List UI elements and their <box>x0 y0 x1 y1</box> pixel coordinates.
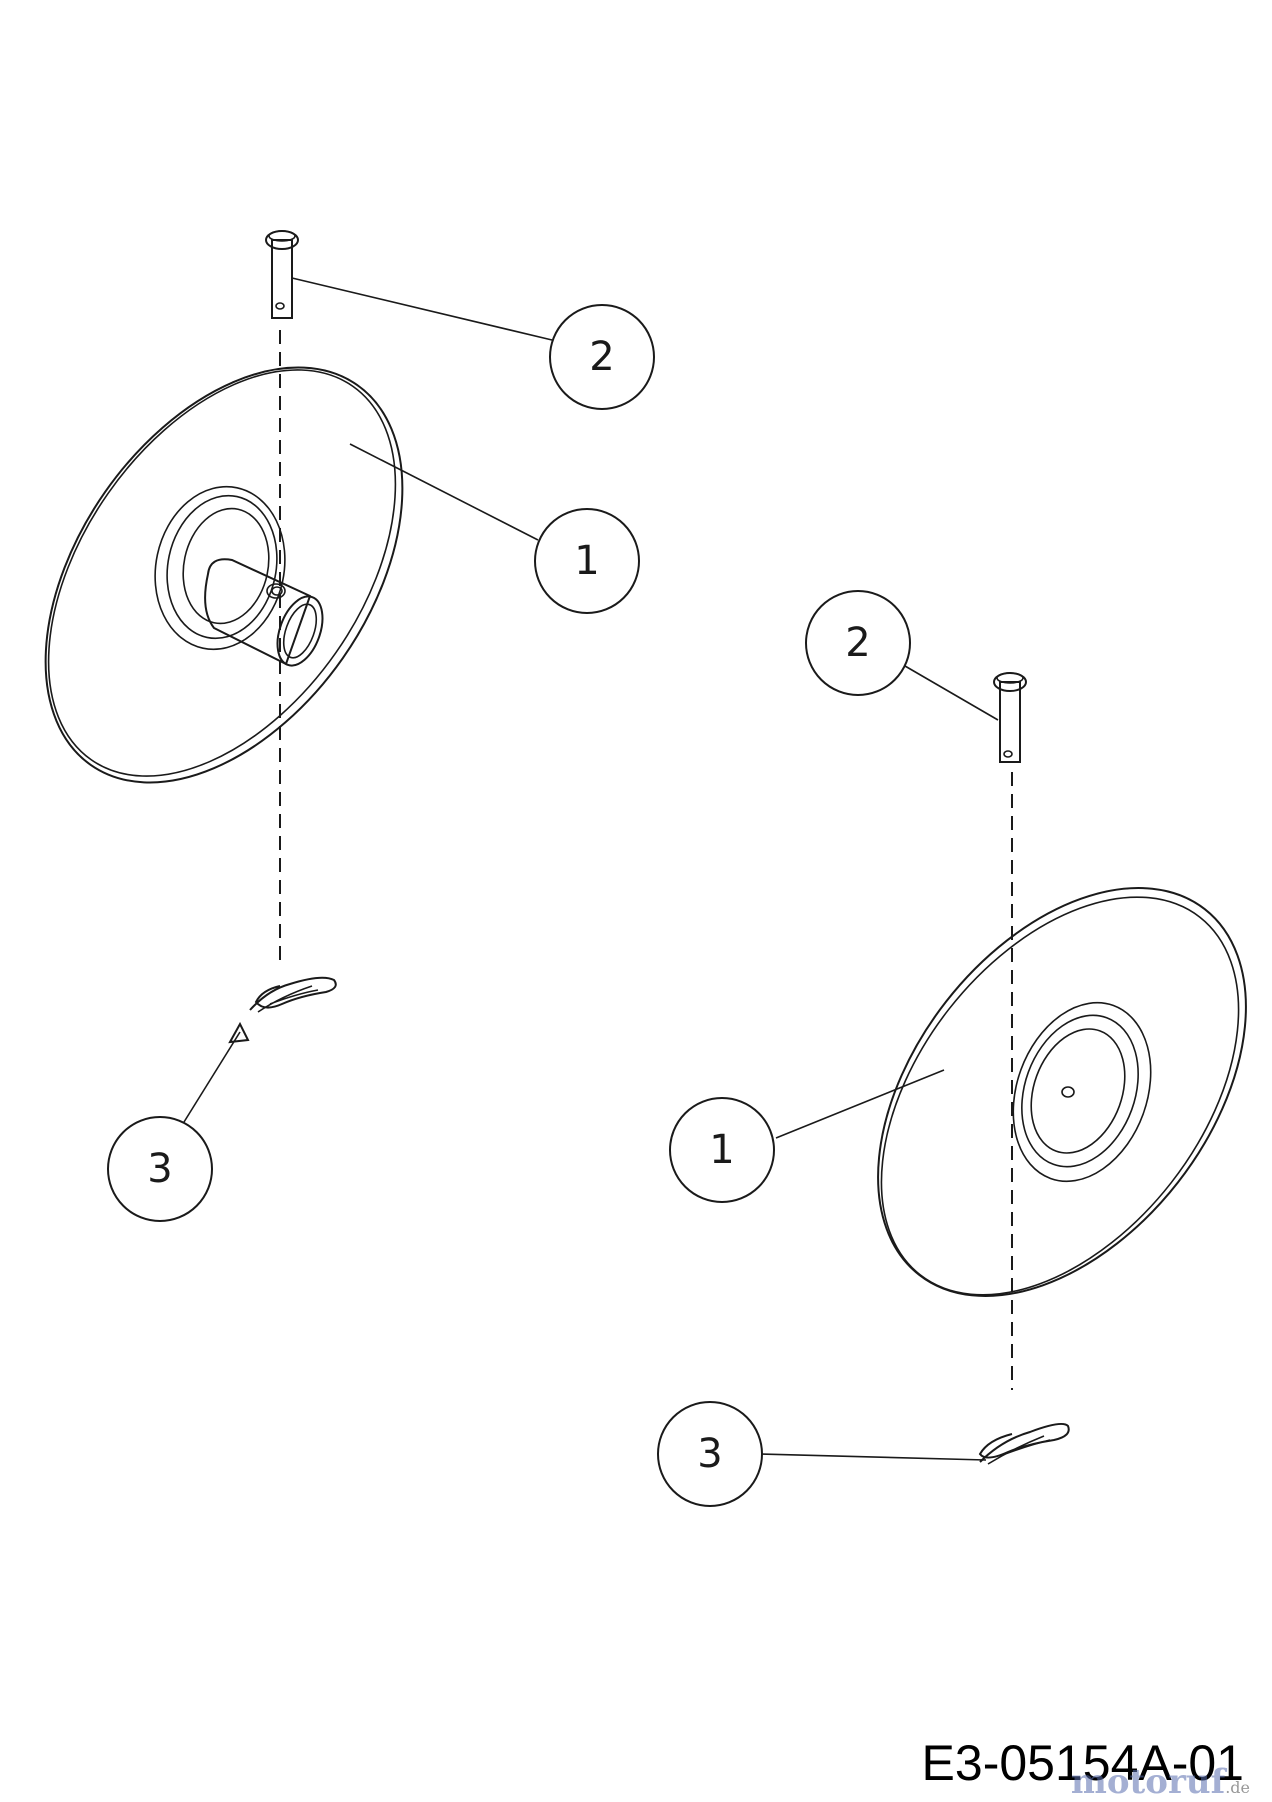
svg-text:1: 1 <box>574 538 599 584</box>
watermark-logo: motoruf.de <box>1071 1762 1250 1802</box>
svg-text:1: 1 <box>709 1127 734 1173</box>
callout-left-clip: 3 <box>107 1116 213 1222</box>
left-assembly <box>44 230 404 1013</box>
drawing-code: E3-05154A-01 <box>921 1735 1244 1791</box>
left-hair-clip <box>249 976 337 1013</box>
right-hair-clip <box>978 1423 1070 1465</box>
svg-text:3: 3 <box>147 1146 172 1192</box>
svg-text:2: 2 <box>845 620 870 666</box>
right-assembly <box>877 672 1247 1465</box>
callout-right-pin: 2 <box>805 590 911 696</box>
right-disc <box>877 887 1247 1297</box>
right-clevis-pin <box>993 672 1027 763</box>
svg-text:3: 3 <box>697 1431 722 1477</box>
watermark-suffix: .de <box>1225 1778 1250 1797</box>
watermark-brand: motoruf <box>1070 1762 1226 1802</box>
left-clevis-pin <box>265 230 299 319</box>
leader-lines <box>183 277 999 1461</box>
callout-right-disc: 1 <box>669 1097 775 1203</box>
callout-left-pin: 2 <box>549 304 655 410</box>
left-disc <box>44 366 404 784</box>
callout-left-disc: 1 <box>534 508 640 614</box>
callout-right-clip: 3 <box>657 1401 763 1507</box>
svg-text:2: 2 <box>589 334 614 380</box>
